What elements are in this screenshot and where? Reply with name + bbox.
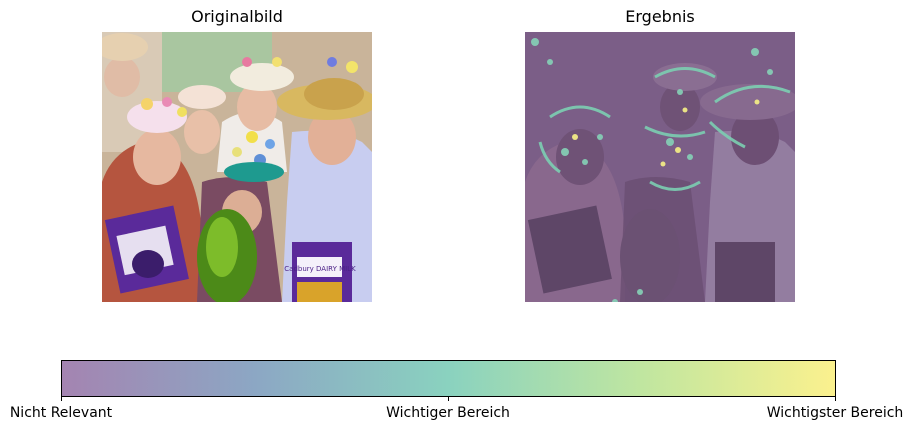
- colorbar-label-not-relevant: Nicht Relevant: [9, 405, 113, 421]
- original-image: Cadbury DAIRY MILK: [102, 32, 372, 302]
- relevance-colorbar: [61, 360, 836, 397]
- colorbar-tick-max: [835, 397, 836, 401]
- colorbar-label-most-important-area: Wichtigster Bereich: [766, 405, 904, 421]
- result-overlay-illustration: [525, 32, 795, 302]
- product-label: Cadbury DAIRY MILK: [284, 265, 356, 273]
- colorbar-tick-mid: [448, 397, 449, 401]
- result-image-title: Ergebnis: [625, 7, 695, 26]
- original-photo-illustration: Cadbury DAIRY MILK: [102, 32, 372, 302]
- result-heatmap-image: [525, 32, 795, 302]
- colorbar-label-important-area: Wichtiger Bereich: [386, 405, 510, 421]
- colorbar-tick-min: [61, 397, 62, 401]
- original-image-title: Originalbild: [191, 7, 283, 26]
